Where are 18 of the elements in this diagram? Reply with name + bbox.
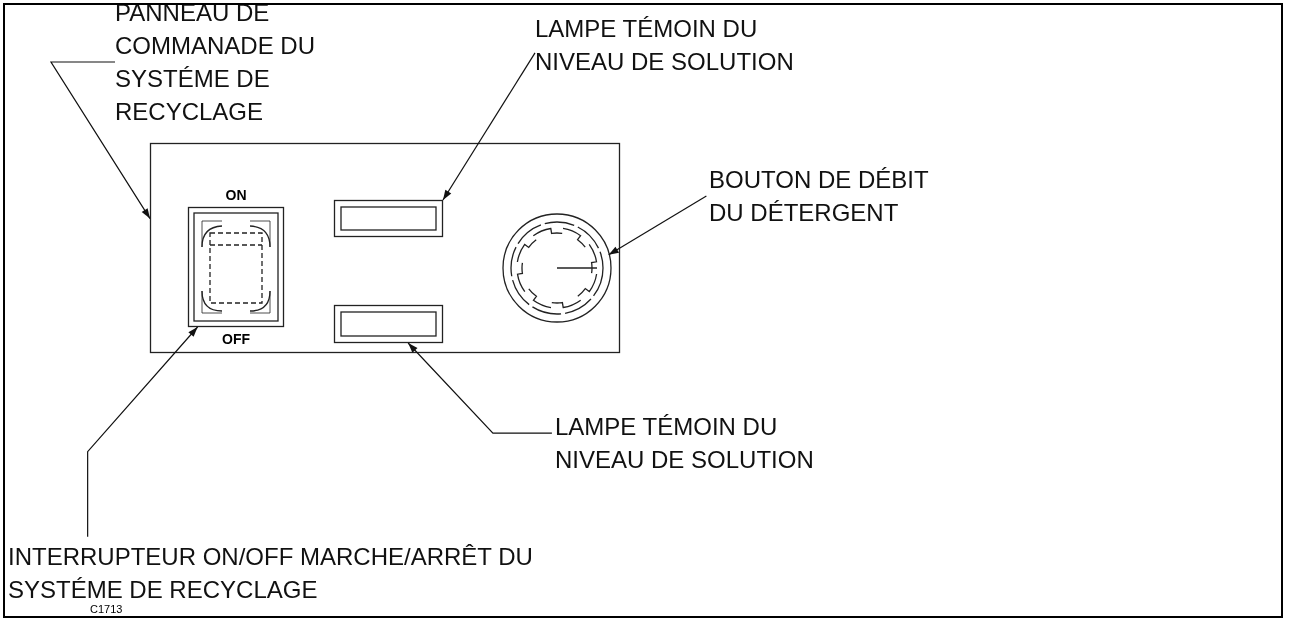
leader-line (442, 52, 536, 201)
callout-label: BOUTON DE DÉBIT DU DÉTERGENT (709, 163, 969, 229)
callout-label: PANNEAU DE COMMANADE DU SYSTÉME DE RECYCLAGE (115, 5, 415, 128)
dial-knob (502, 213, 612, 323)
leader-line (608, 195, 707, 256)
callout-label: INTERRUPTEUR ON/OFF MARCHE/ARRÊT DU SYSTÉME DE RECYCLAGE (8, 540, 598, 606)
switch-label: OFF (221, 331, 251, 347)
callout-label: LAMPE TÉMOIN DU NIVEAU DE SOLUTION (555, 410, 865, 476)
leader-line (87, 326, 199, 538)
leader-line (407, 342, 553, 434)
leader-line (49, 61, 151, 220)
switch-label: ON (224, 187, 248, 203)
callout-label: LAMPE TÉMOIN DU NIVEAU DE SOLUTION (535, 12, 845, 78)
indicator-lamp (334, 305, 443, 343)
control-panel (150, 143, 620, 353)
rocker-switch (188, 207, 284, 327)
drawing-code: C1713 (90, 603, 123, 615)
indicator-lamp (334, 200, 443, 237)
